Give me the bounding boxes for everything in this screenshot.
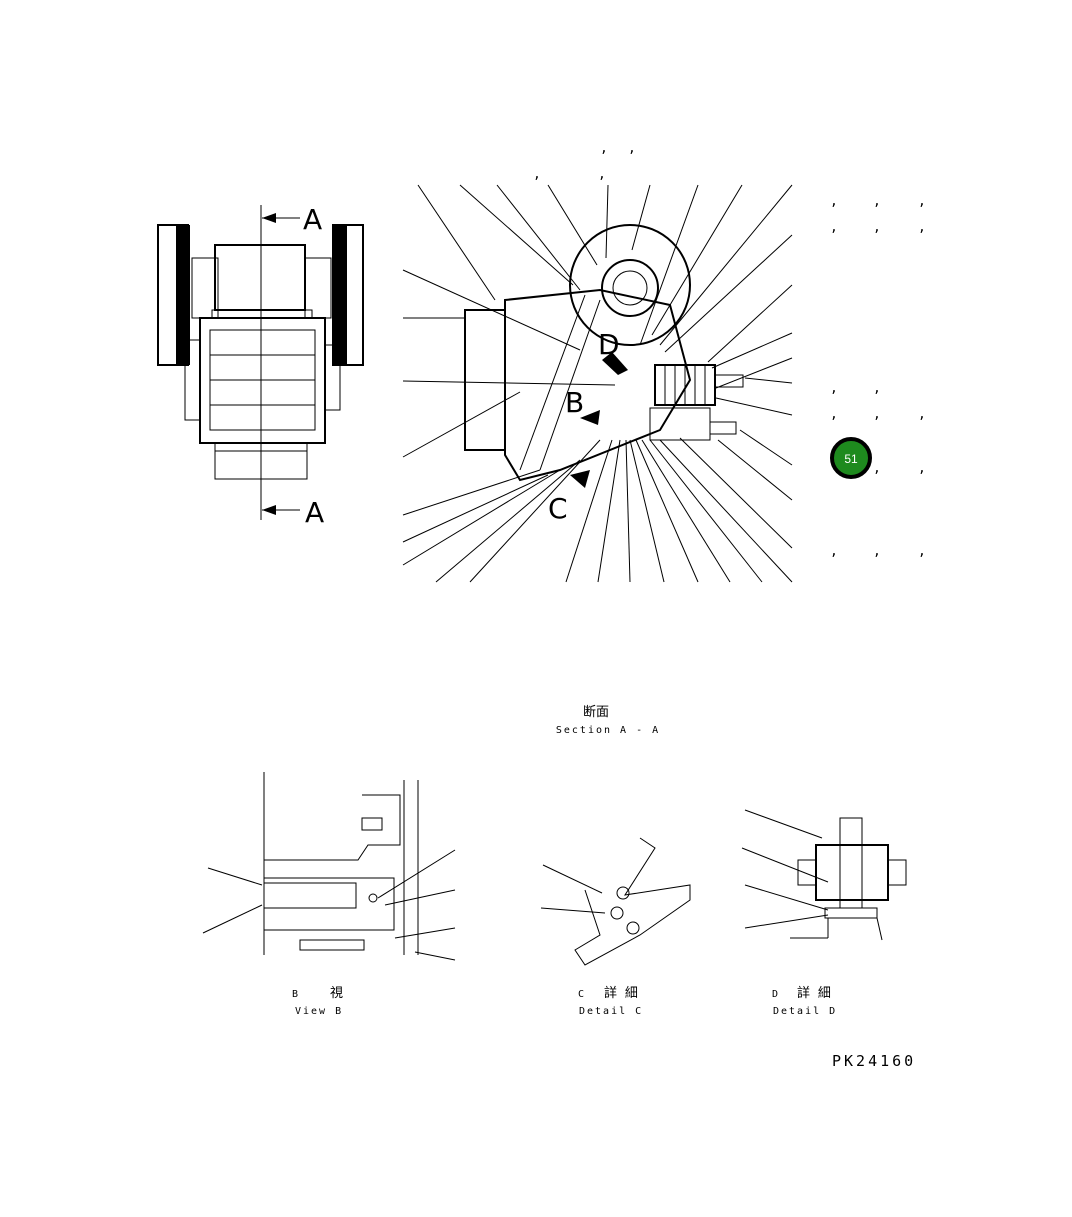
- front-view: A A: [157, 203, 364, 529]
- svg-text:,: ,: [830, 407, 838, 422]
- detail-d-caption-letter: D: [772, 989, 780, 1000]
- section-label-a-top: A: [303, 203, 322, 236]
- svg-text:,: ,: [628, 141, 636, 156]
- section-view: D B C , , , , , , , , , , , , , , , , , …: [402, 141, 926, 736]
- callout-badge-circle[interactable]: [830, 437, 872, 479]
- detail-d-caption-jp: 詳 細: [797, 985, 831, 1001]
- svg-text:,: ,: [830, 220, 838, 235]
- svg-text:,: ,: [918, 544, 926, 559]
- view-label-b: B: [565, 386, 584, 419]
- svg-text:,: ,: [873, 461, 881, 476]
- shaft-housing: [601, 259, 659, 317]
- svg-text:,: ,: [873, 194, 881, 209]
- detail-c-caption-en: Detail C: [579, 1006, 643, 1017]
- svg-text:,: ,: [830, 381, 838, 396]
- fixed-jaw-plate: [464, 309, 506, 451]
- right-roller-band: [333, 225, 347, 365]
- flywheel: [569, 224, 691, 346]
- view-b: B 視 View B: [202, 772, 456, 1017]
- svg-text:,: ,: [873, 381, 881, 396]
- svg-text:,: ,: [918, 194, 926, 209]
- drawing-code: PK24160: [832, 1052, 916, 1070]
- view-b-caption-en: View B: [295, 1006, 343, 1017]
- svg-text:,: ,: [533, 167, 541, 182]
- detail-d: D 詳 細 Detail D: [741, 809, 907, 1017]
- svg-text:,: ,: [830, 544, 838, 559]
- section-caption-en: Section A - A: [556, 725, 660, 736]
- svg-text:,: ,: [873, 407, 881, 422]
- detail-label-c: C: [548, 492, 568, 525]
- teeth-strip-top: [211, 309, 313, 319]
- jaw-frame: [504, 288, 692, 482]
- svg-text:,: ,: [918, 461, 926, 476]
- svg-text:,: ,: [600, 141, 608, 156]
- svg-text:,: ,: [918, 407, 926, 422]
- detail-label-d: D: [598, 328, 620, 361]
- detail-c-caption-jp: 詳 細: [604, 985, 638, 1001]
- callout-badge-51[interactable]: 51: [830, 437, 872, 479]
- shaft: [612, 270, 648, 306]
- detail-d-caption-en: Detail D: [773, 1006, 837, 1017]
- svg-text:,: ,: [830, 194, 838, 209]
- svg-text:,: ,: [873, 544, 881, 559]
- view-b-caption-letter: B: [292, 989, 300, 1000]
- svg-text:,: ,: [873, 220, 881, 235]
- adjuster: [649, 407, 711, 441]
- svg-text:,: ,: [598, 167, 606, 182]
- hopper: [214, 244, 306, 311]
- detail-c: C 詳 細 Detail C: [540, 837, 691, 1017]
- view-b-caption-jp: 視: [330, 986, 343, 1001]
- section-label-a-bottom: A: [305, 496, 324, 529]
- svg-text:,: ,: [918, 220, 926, 235]
- left-roller-band: [176, 225, 190, 365]
- detail-c-caption-letter: C: [578, 989, 586, 1000]
- section-caption-jp: 断面: [583, 705, 609, 720]
- part-number-placeholders: , , , , , , , , , , , , , , , , , , , ,: [533, 141, 926, 559]
- leader-lines: [402, 184, 793, 583]
- callout-badge-label: 51: [844, 452, 858, 466]
